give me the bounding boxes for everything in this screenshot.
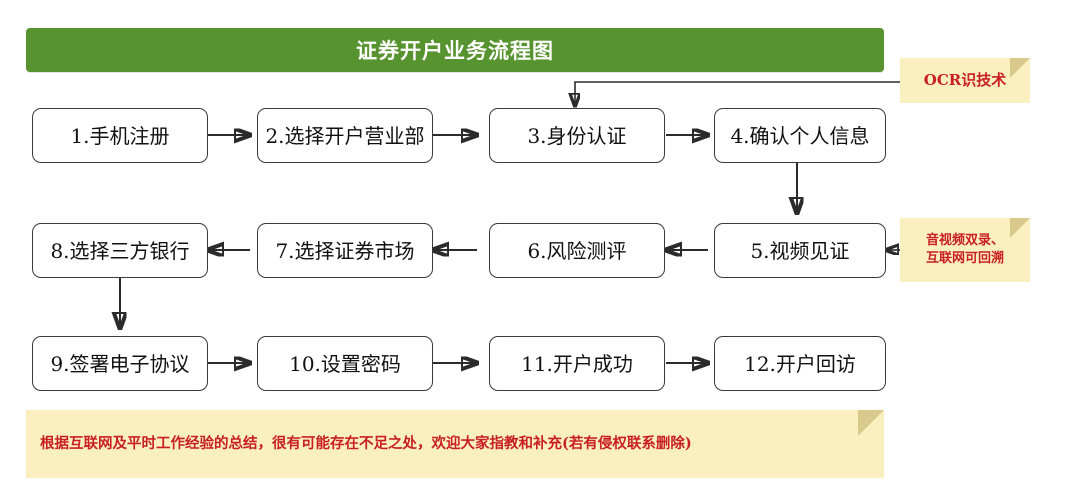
callout-note-audio-video[interactable]: 音视频双录、 互联网可回溯 (900, 218, 1030, 282)
flow-node-12-label: 12.开户回访 (744, 351, 856, 376)
flow-node-4-label: 4.确认个人信息 (730, 123, 870, 148)
flow-node-3-label: 3.身份认证 (527, 123, 627, 148)
flow-node-5[interactable]: 5.视频见证 (714, 223, 886, 278)
footer-disclaimer-text: 根据互联网及平时工作经验的总结，很有可能存在不足之处，欢迎大家指教和补充(若有侵… (40, 435, 692, 453)
flow-node-8[interactable]: 8.选择三方银行 (32, 223, 208, 278)
flow-node-7-label: 7.选择证券市场 (275, 238, 415, 263)
flow-node-10[interactable]: 10.设置密码 (257, 336, 433, 391)
flow-node-7[interactable]: 7.选择证券市场 (257, 223, 433, 278)
flow-node-3[interactable]: 3.身份认证 (489, 108, 665, 163)
chart-title-banner: 证券开户业务流程图 (26, 28, 884, 72)
flow-node-10-label: 10.设置密码 (289, 351, 401, 376)
page-title: 证券开户业务流程图 (356, 37, 554, 63)
flow-node-9[interactable]: 9.签署电子协议 (32, 336, 208, 391)
flow-node-9-label: 9.签署电子协议 (50, 351, 190, 376)
flow-node-1[interactable]: 1.手机注册 (32, 108, 208, 163)
arrow-ocr-callout-to-n3 (575, 81, 900, 106)
flow-node-1-label: 1.手机注册 (70, 123, 170, 148)
flow-node-2[interactable]: 2.选择开户营业部 (257, 108, 433, 163)
note-fold-corner-icon (1010, 58, 1030, 78)
callout-note-ocr[interactable]: OCR识技术 (900, 58, 1030, 103)
flow-node-5-label: 5.视频见证 (750, 238, 850, 263)
flow-node-11-label: 11.开户成功 (521, 351, 633, 376)
flow-node-11[interactable]: 11.开户成功 (489, 336, 665, 391)
flow-node-6[interactable]: 6.风险测评 (489, 223, 665, 278)
flow-node-8-label: 8.选择三方银行 (50, 238, 190, 263)
flow-node-4[interactable]: 4.确认个人信息 (714, 108, 886, 163)
note-fold-corner-icon (858, 410, 884, 436)
flow-node-6-label: 6.风险测评 (527, 238, 627, 263)
callout-note-ocr-text: OCR识技术 (923, 71, 1007, 90)
note-fold-corner-icon (1010, 218, 1030, 238)
callout-note-audio-video-text: 音视频双录、 互联网可回溯 (925, 233, 1004, 266)
flow-node-12[interactable]: 12.开户回访 (714, 336, 886, 391)
footer-disclaimer-note: 根据互联网及平时工作经验的总结，很有可能存在不足之处，欢迎大家指教和补充(若有侵… (26, 410, 884, 478)
flow-node-2-label: 2.选择开户营业部 (265, 123, 425, 148)
